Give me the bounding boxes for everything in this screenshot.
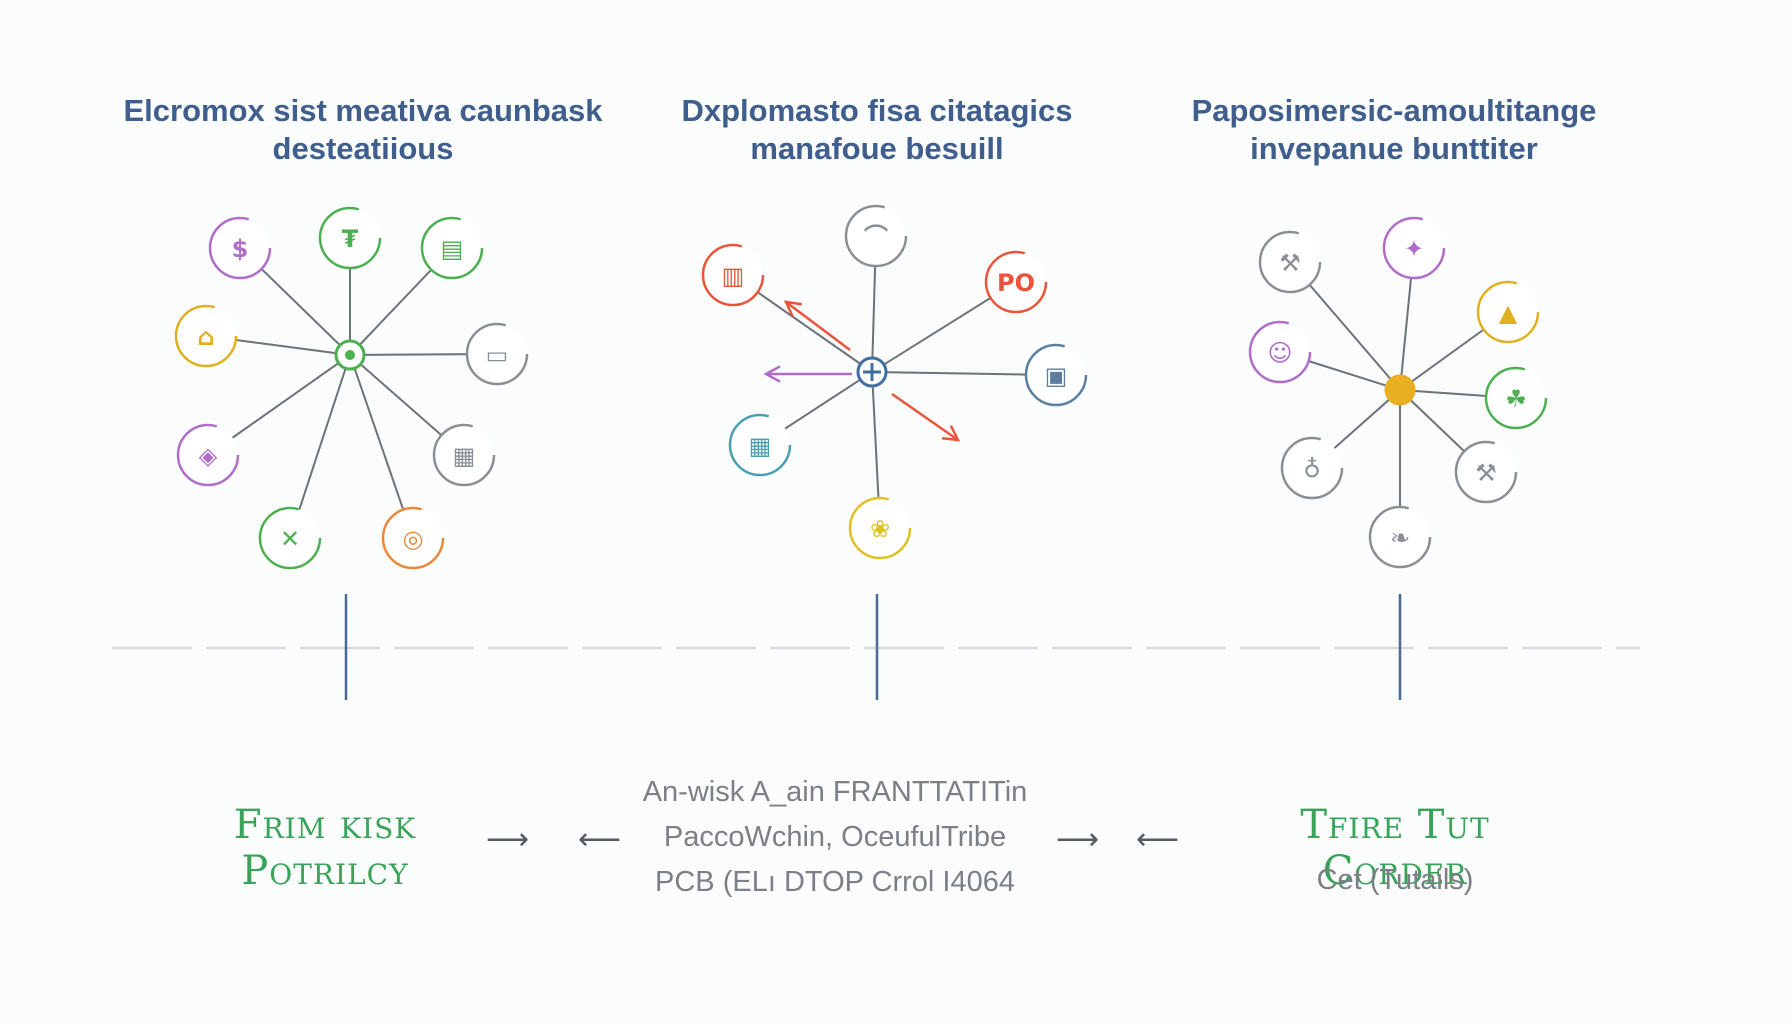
svg-text:▦: ▦	[749, 432, 772, 460]
column-3-title: Paposimersic-amoultitange invepanue bunt…	[1124, 92, 1664, 168]
calculator-icon: ▦	[432, 423, 496, 487]
arrow-head	[783, 300, 803, 318]
truck-icon: ▣	[1024, 343, 1088, 407]
spoke-line	[349, 354, 414, 539]
flow-arrow	[891, 392, 959, 442]
arrow-right-1: ⟶	[486, 823, 530, 856]
tools-icon: ⚒	[1258, 230, 1322, 294]
bridge-icon: ⌒	[844, 204, 908, 268]
middle-label-line3: PCB (ELı DTOP Crrol I4064	[655, 866, 1015, 898]
svg-text:▦: ▦	[453, 442, 476, 470]
column-1-title-line1: Elcromox sist mеativa caunbask	[123, 93, 603, 128]
right-label: Tfire Tut Corder	[1300, 802, 1490, 894]
column-1-title-line2: desteatiious	[272, 131, 454, 166]
svg-text:❀: ❀	[870, 515, 890, 543]
svg-text:◈: ◈	[199, 442, 218, 470]
factory-icon: ▥	[701, 243, 765, 307]
spoke-line	[289, 354, 351, 539]
coin-stack-icon: ◎	[381, 506, 445, 570]
svg-text:✦: ✦	[1404, 235, 1424, 263]
svg-text:▲: ▲	[1499, 299, 1518, 327]
svg-text:▤: ▤	[441, 235, 464, 263]
handshake-icon: ⌂	[174, 304, 238, 368]
column-3-title-line1: Paposimersic-amoultitange	[1191, 93, 1597, 128]
middle-label-line2: PaccoWchin, OceufulTribe	[663, 821, 1007, 853]
column-1-title: Elcromox sist mеativa caunbask desteatii…	[93, 92, 633, 168]
svg-text:$: $	[232, 235, 249, 263]
svg-text:☘: ☘	[1505, 385, 1527, 413]
bulb-icon: ♁	[1280, 436, 1344, 500]
svg-text:▥: ▥	[722, 262, 745, 290]
column-2-title-line2: manafoue besuill	[750, 131, 1004, 166]
hub-center-icon	[1384, 374, 1416, 406]
cash-register-icon: ▤	[420, 216, 484, 280]
currency-icon: ₮	[318, 206, 382, 270]
middle-label-line1: An-wisk A_ain FRANTTATITin	[642, 776, 1028, 808]
arrow-head	[763, 365, 781, 383]
hub-center-icon	[856, 356, 888, 388]
arrow-left-1: ⟵	[578, 823, 622, 856]
tag-icon: PO	[984, 250, 1048, 314]
lightbulb-icon: ❀	[848, 496, 912, 560]
svg-text:▭: ▭	[486, 341, 509, 369]
hub-center-icon	[334, 339, 366, 371]
column-3-title-line2: invepanue bunttiter	[1250, 131, 1538, 166]
svg-text:❧: ❧	[1390, 524, 1410, 552]
left-label: Frim kisk Potrilcy	[233, 802, 417, 894]
middle-label: An-wisk A_ain FRANTTATITin PaccoWchin, O…	[580, 770, 1090, 905]
arrow-right-2: ⟶	[1056, 823, 1100, 856]
person-icon: ☺	[1248, 320, 1312, 384]
arrow-head	[941, 425, 961, 442]
pyramid-icon: ▲	[1476, 280, 1540, 344]
arrow-left-2: ⟵	[1136, 823, 1180, 856]
svg-text:PO: PO	[997, 269, 1035, 297]
document-icon: ▭	[465, 322, 529, 386]
svg-text:♁: ♁	[1303, 455, 1321, 483]
svg-text:☺: ☺	[1267, 339, 1292, 367]
svg-text:◎: ◎	[403, 525, 424, 553]
svg-text:⚒: ⚒	[1279, 249, 1301, 277]
svg-text:✕: ✕	[280, 525, 300, 553]
feather-icon: ❧	[1368, 505, 1432, 569]
flow-arrow	[785, 301, 851, 351]
dashboard-icon: ▦	[728, 413, 792, 477]
chat-bubble-icon: ✦	[1382, 216, 1446, 280]
svg-text:▣: ▣	[1045, 362, 1068, 390]
cross-icon: ✕	[258, 506, 322, 570]
wrench-icon: ⚒	[1454, 440, 1518, 504]
svg-text:⚒: ⚒	[1475, 459, 1497, 487]
svg-text:⌒: ⌒	[864, 223, 888, 251]
id-badge-icon: ◈	[176, 423, 240, 487]
plant-icon: ☘	[1484, 366, 1548, 430]
svg-text:⌂: ⌂	[197, 323, 214, 351]
column-2-title: Dxplomasto fisa citatagics manafoue besu…	[607, 92, 1147, 168]
right-sublabel: Cet (Tutails)	[1316, 864, 1474, 896]
svg-text:₮: ₮	[342, 225, 359, 253]
column-2-title-line1: Dxplomasto fisa citatagics	[681, 93, 1073, 128]
dollar-coin-icon: $	[208, 216, 272, 280]
